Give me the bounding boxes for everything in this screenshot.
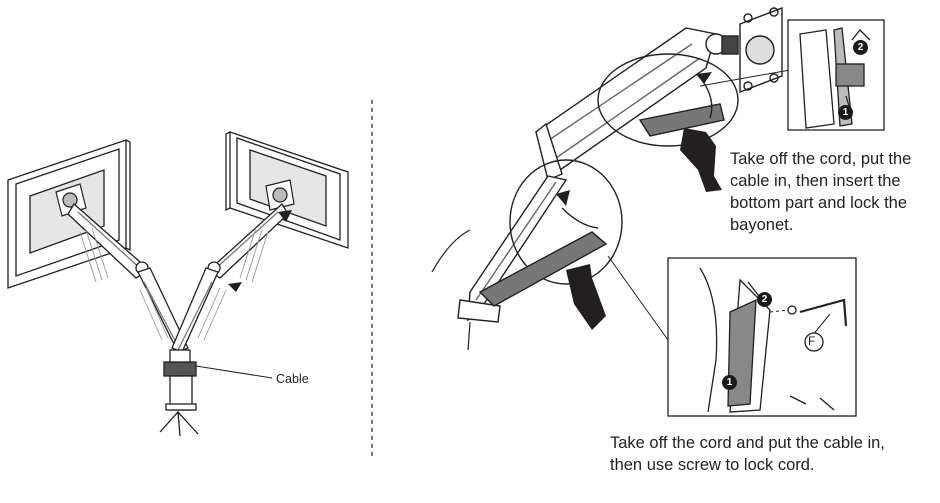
zoom-circle-lower <box>509 159 623 285</box>
step-1-badge-bottom: 1 <box>722 375 737 390</box>
step-1-badge-top: 1 <box>838 105 853 120</box>
cable-route-arrows <box>228 210 292 292</box>
vesa-plate-closeup <box>739 6 783 94</box>
caption-top: Take off the cord, put the cable in, the… <box>730 150 912 234</box>
cable-pointer-line <box>195 365 273 379</box>
step-2-badge-bottom: 2 <box>757 292 772 307</box>
allen-key <box>799 298 848 327</box>
cable-label: Cable <box>276 372 309 386</box>
arm-closeup-illustration <box>431 6 791 351</box>
inset-bottom <box>667 257 857 417</box>
motion-ghost-lines <box>79 227 269 341</box>
tool-f-label: F <box>808 334 816 348</box>
right-arm <box>171 202 289 353</box>
pole-and-clamp <box>159 349 199 437</box>
dual-arm-illustration <box>7 131 349 437</box>
left-arm <box>67 202 189 353</box>
step-2-badge-top: 2 <box>853 40 868 55</box>
zoom-circle-upper <box>597 53 739 147</box>
caption-bottom: Take off the cord and put the cable in, … <box>610 434 885 474</box>
inset-top <box>787 19 885 131</box>
hand-lower <box>566 264 606 330</box>
tool-f-marker <box>804 332 824 352</box>
hand-upper <box>680 128 722 192</box>
